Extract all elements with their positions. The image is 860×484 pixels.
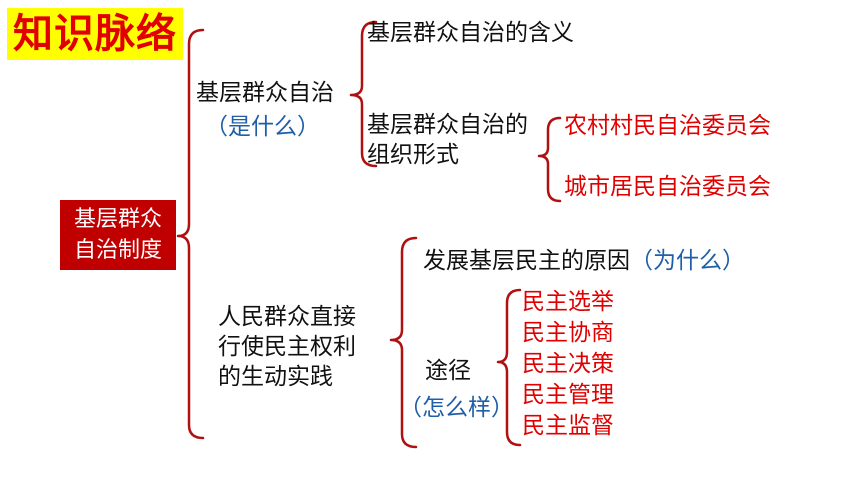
meaning-node: 基层群众自治的含义 bbox=[367, 20, 574, 46]
paths-list: 民主选举 民主协商 民主决策 民主管理 民主监督 bbox=[522, 287, 614, 442]
root-line-2: 自治制度 bbox=[73, 238, 162, 263]
branch2-label: 人民群众直接 行使民主权利 的生动实践 bbox=[218, 302, 356, 392]
forms-node: 基层群众自治的 组织形式 bbox=[367, 110, 528, 170]
path-item: 民主管理 bbox=[522, 382, 614, 408]
path-node: 途径 bbox=[425, 358, 471, 384]
forms-bracket bbox=[537, 116, 562, 203]
paths-bracket bbox=[496, 288, 522, 447]
root-line-1: 基层群众 bbox=[73, 207, 162, 232]
form-resident-committee: 城市居民自治委员会 bbox=[564, 174, 771, 200]
branch1-label: 基层群众自治 bbox=[196, 80, 334, 106]
path-item: 民主选举 bbox=[522, 289, 614, 315]
branch2-line-1: 人民群众直接 bbox=[218, 304, 356, 330]
form-village-committee: 农村村民自治委员会 bbox=[564, 113, 771, 139]
reason-node: 发展基层民主的原因（为什么） bbox=[423, 246, 745, 276]
reason-sub: （为什么） bbox=[630, 248, 745, 274]
branch2-line-2: 行使民主权利 bbox=[218, 334, 356, 360]
branch2-bracket bbox=[389, 236, 418, 449]
path-sub: （怎么样） bbox=[399, 395, 514, 421]
branch1-sub: （是什么） bbox=[205, 114, 320, 140]
path-item: 民主监督 bbox=[522, 413, 614, 439]
path-item: 民主决策 bbox=[522, 351, 614, 377]
forms-line-2: 组织形式 bbox=[367, 142, 459, 168]
branch2-line-3: 的生动实践 bbox=[218, 364, 333, 390]
reason-text: 发展基层民主的原因 bbox=[423, 248, 630, 274]
page-title: 知识脉络 bbox=[7, 8, 183, 60]
path-item: 民主协商 bbox=[522, 320, 614, 346]
root-bracket bbox=[176, 28, 205, 440]
forms-line-1: 基层群众自治的 bbox=[367, 112, 528, 138]
branch1-bracket bbox=[349, 20, 378, 168]
root-node: 基层群众 自治制度 bbox=[60, 200, 176, 270]
